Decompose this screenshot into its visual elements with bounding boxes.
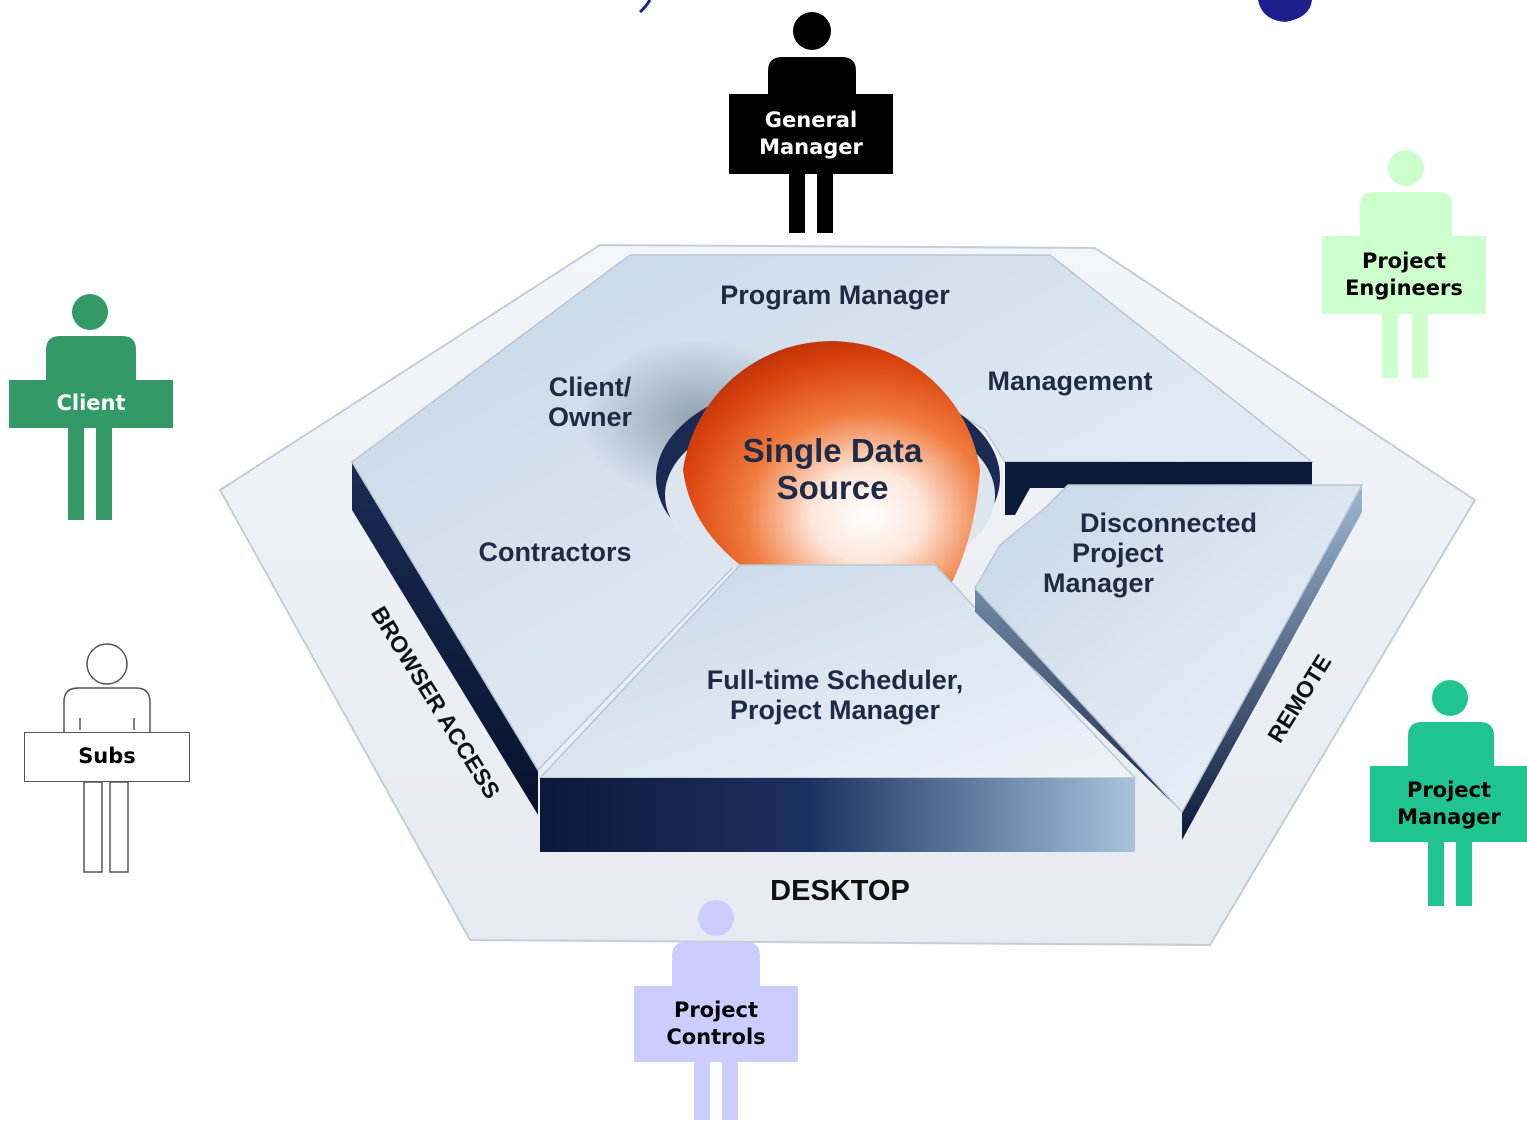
role-sign-project-engineers: Project Engineers — [1322, 236, 1486, 314]
crop-mark-left — [639, 0, 652, 14]
role-project-controls: Project Controls — [632, 898, 800, 1120]
role-sign-subs: Subs — [24, 732, 190, 782]
management-edge — [1005, 462, 1312, 515]
person-figure — [1360, 150, 1452, 378]
person-figure — [63, 643, 151, 873]
person-figure — [46, 294, 136, 520]
client-owner-line-2: Owner — [547, 402, 633, 433]
role-client: Client — [8, 292, 178, 522]
center-label: Single Data Source — [700, 432, 965, 507]
person-figure — [1408, 680, 1494, 906]
disconnected-line-3: Manager — [1043, 568, 1155, 599]
role-sign-project-manager: Project Manager — [1370, 766, 1527, 842]
remote-block-top — [974, 484, 1364, 814]
top-crop-marks — [639, 0, 1312, 22]
access-desktop: DESKTOP — [770, 875, 910, 907]
segment-contractors: Contractors — [478, 537, 632, 567]
segment-program-manager: Program Manager — [720, 280, 950, 310]
role-subs: Subs — [22, 640, 192, 876]
scheduler-line-2: Project Manager — [729, 695, 941, 726]
disconnected-line-2: Project — [1072, 538, 1164, 569]
role-general-manager: General Manager — [720, 5, 900, 235]
left-edge — [352, 462, 538, 815]
person-figure — [672, 900, 760, 1120]
data-sphere — [683, 341, 980, 590]
center-line-2: Source — [776, 468, 889, 506]
center-line-1: Single Data — [742, 432, 923, 469]
segment-client-owner: Client/ Owner — [510, 372, 670, 432]
disconnected-line-1: Disconnected — [1080, 508, 1258, 538]
segment-scheduler: Full-time Scheduler, Project Manager — [680, 665, 990, 725]
scheduler-line-1: Full-time Scheduler, — [706, 665, 964, 695]
role-sign-client: Client — [9, 380, 173, 428]
segment-disconnected-pm: Disconnected Project Manager — [1035, 508, 1295, 599]
person-figure — [768, 12, 856, 233]
scheduler-block-front — [540, 778, 1135, 852]
role-project-manager: Project Manager — [1368, 678, 1527, 908]
client-owner-line-1: Client/ — [548, 372, 632, 402]
role-project-engineers: Project Engineers — [1320, 148, 1490, 380]
role-sign-project-controls: Project Controls — [634, 986, 798, 1062]
role-sign-general-manager: General Manager — [729, 94, 893, 174]
segment-management: Management — [987, 366, 1153, 396]
crop-mark-right — [1258, 0, 1312, 22]
